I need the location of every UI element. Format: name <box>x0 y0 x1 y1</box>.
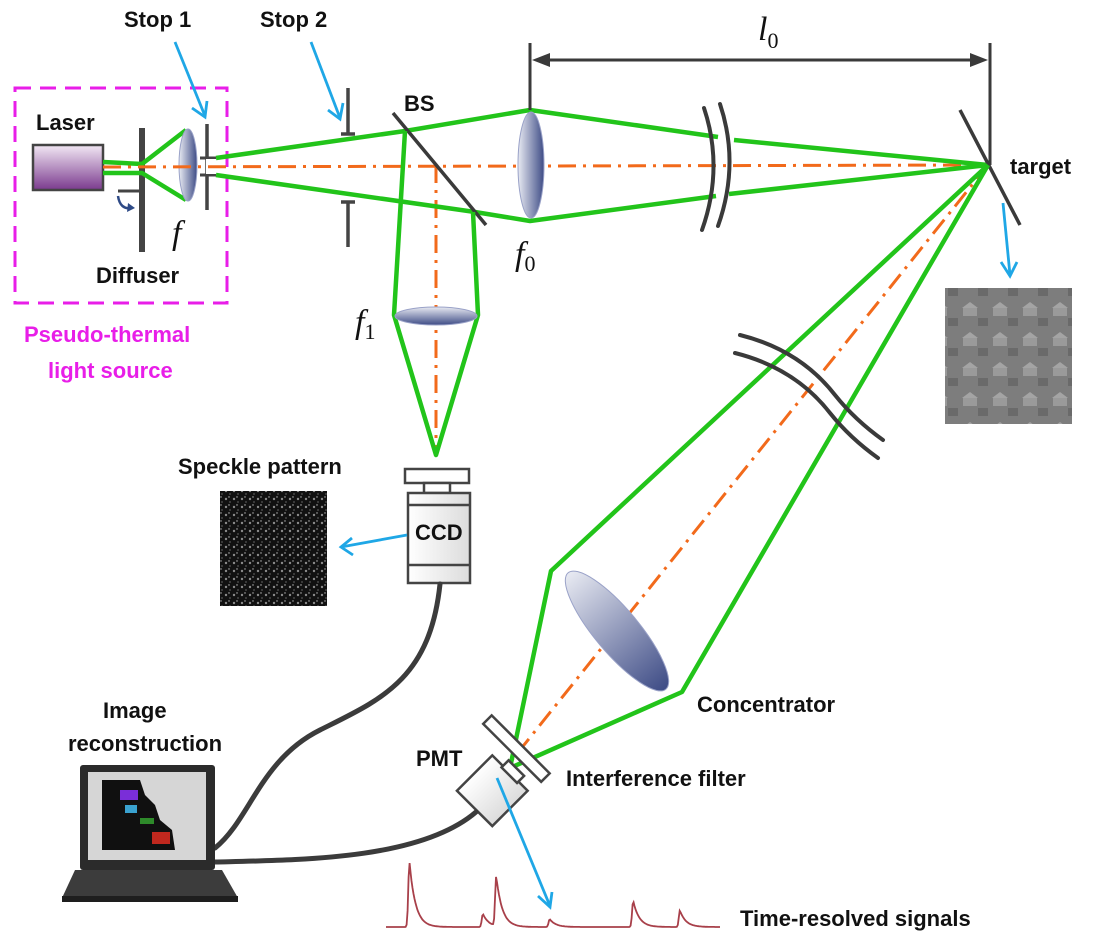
laser-label: Laser <box>36 110 95 135</box>
stop-2-label: Stop 2 <box>260 7 327 32</box>
beam-splitter-icon <box>391 111 488 227</box>
path-break-icon <box>700 106 716 232</box>
light-source-box <box>13 86 229 305</box>
time-resolved-signal-trace <box>386 863 720 928</box>
stop-1-label: Stop 1 <box>124 7 191 32</box>
speckle-pattern-label: Speckle pattern <box>178 454 342 479</box>
signal-arrow <box>495 777 552 907</box>
lens-f-icon <box>178 128 198 202</box>
time-resolved-signals-label: Time-resolved signals <box>740 906 971 931</box>
lens-f0-icon <box>517 111 545 219</box>
source-label-line1: Pseudo-thermal <box>24 322 190 347</box>
image-reconstruction-line2: reconstruction <box>68 731 222 756</box>
pmt-label: PMT <box>416 746 463 771</box>
stop-2-arrow <box>309 41 342 119</box>
signal-trace-line <box>386 863 720 928</box>
concentrator-lens-icon <box>564 570 670 692</box>
pmt-cable <box>212 809 479 865</box>
source-label-line2: light source <box>48 358 173 383</box>
laser-icon <box>31 143 105 192</box>
speckle-pattern-image <box>220 491 327 606</box>
image-reconstruction-line1: Image <box>103 698 167 723</box>
concentrator-label: Concentrator <box>697 692 836 717</box>
interference-filter-icon <box>481 713 552 784</box>
ccd-camera-icon <box>403 467 472 585</box>
diffuser-label: Diffuser <box>96 263 180 288</box>
ccd-label: CCD <box>415 520 463 545</box>
laptop-icon <box>62 765 238 902</box>
target-image <box>945 288 1072 424</box>
target-icon <box>958 109 1022 226</box>
optical-axis-return <box>506 164 990 766</box>
bs-label: BS <box>404 91 435 116</box>
lens-f0-label: f0 <box>515 236 535 276</box>
stop-1-arrow <box>173 41 207 117</box>
lens-f1-label: f1 <box>355 304 375 344</box>
optical-axis-main <box>102 163 989 169</box>
interference-filter-label: Interference filter <box>566 766 746 791</box>
lens-f1-icon <box>394 306 478 326</box>
ccd-cable <box>212 581 443 851</box>
target-image-arrow <box>1001 202 1012 276</box>
distance-label: l0 <box>758 11 778 53</box>
target-label: target <box>1010 154 1072 179</box>
speckle-arrow <box>340 533 408 549</box>
lens-f-label: f <box>172 215 186 252</box>
